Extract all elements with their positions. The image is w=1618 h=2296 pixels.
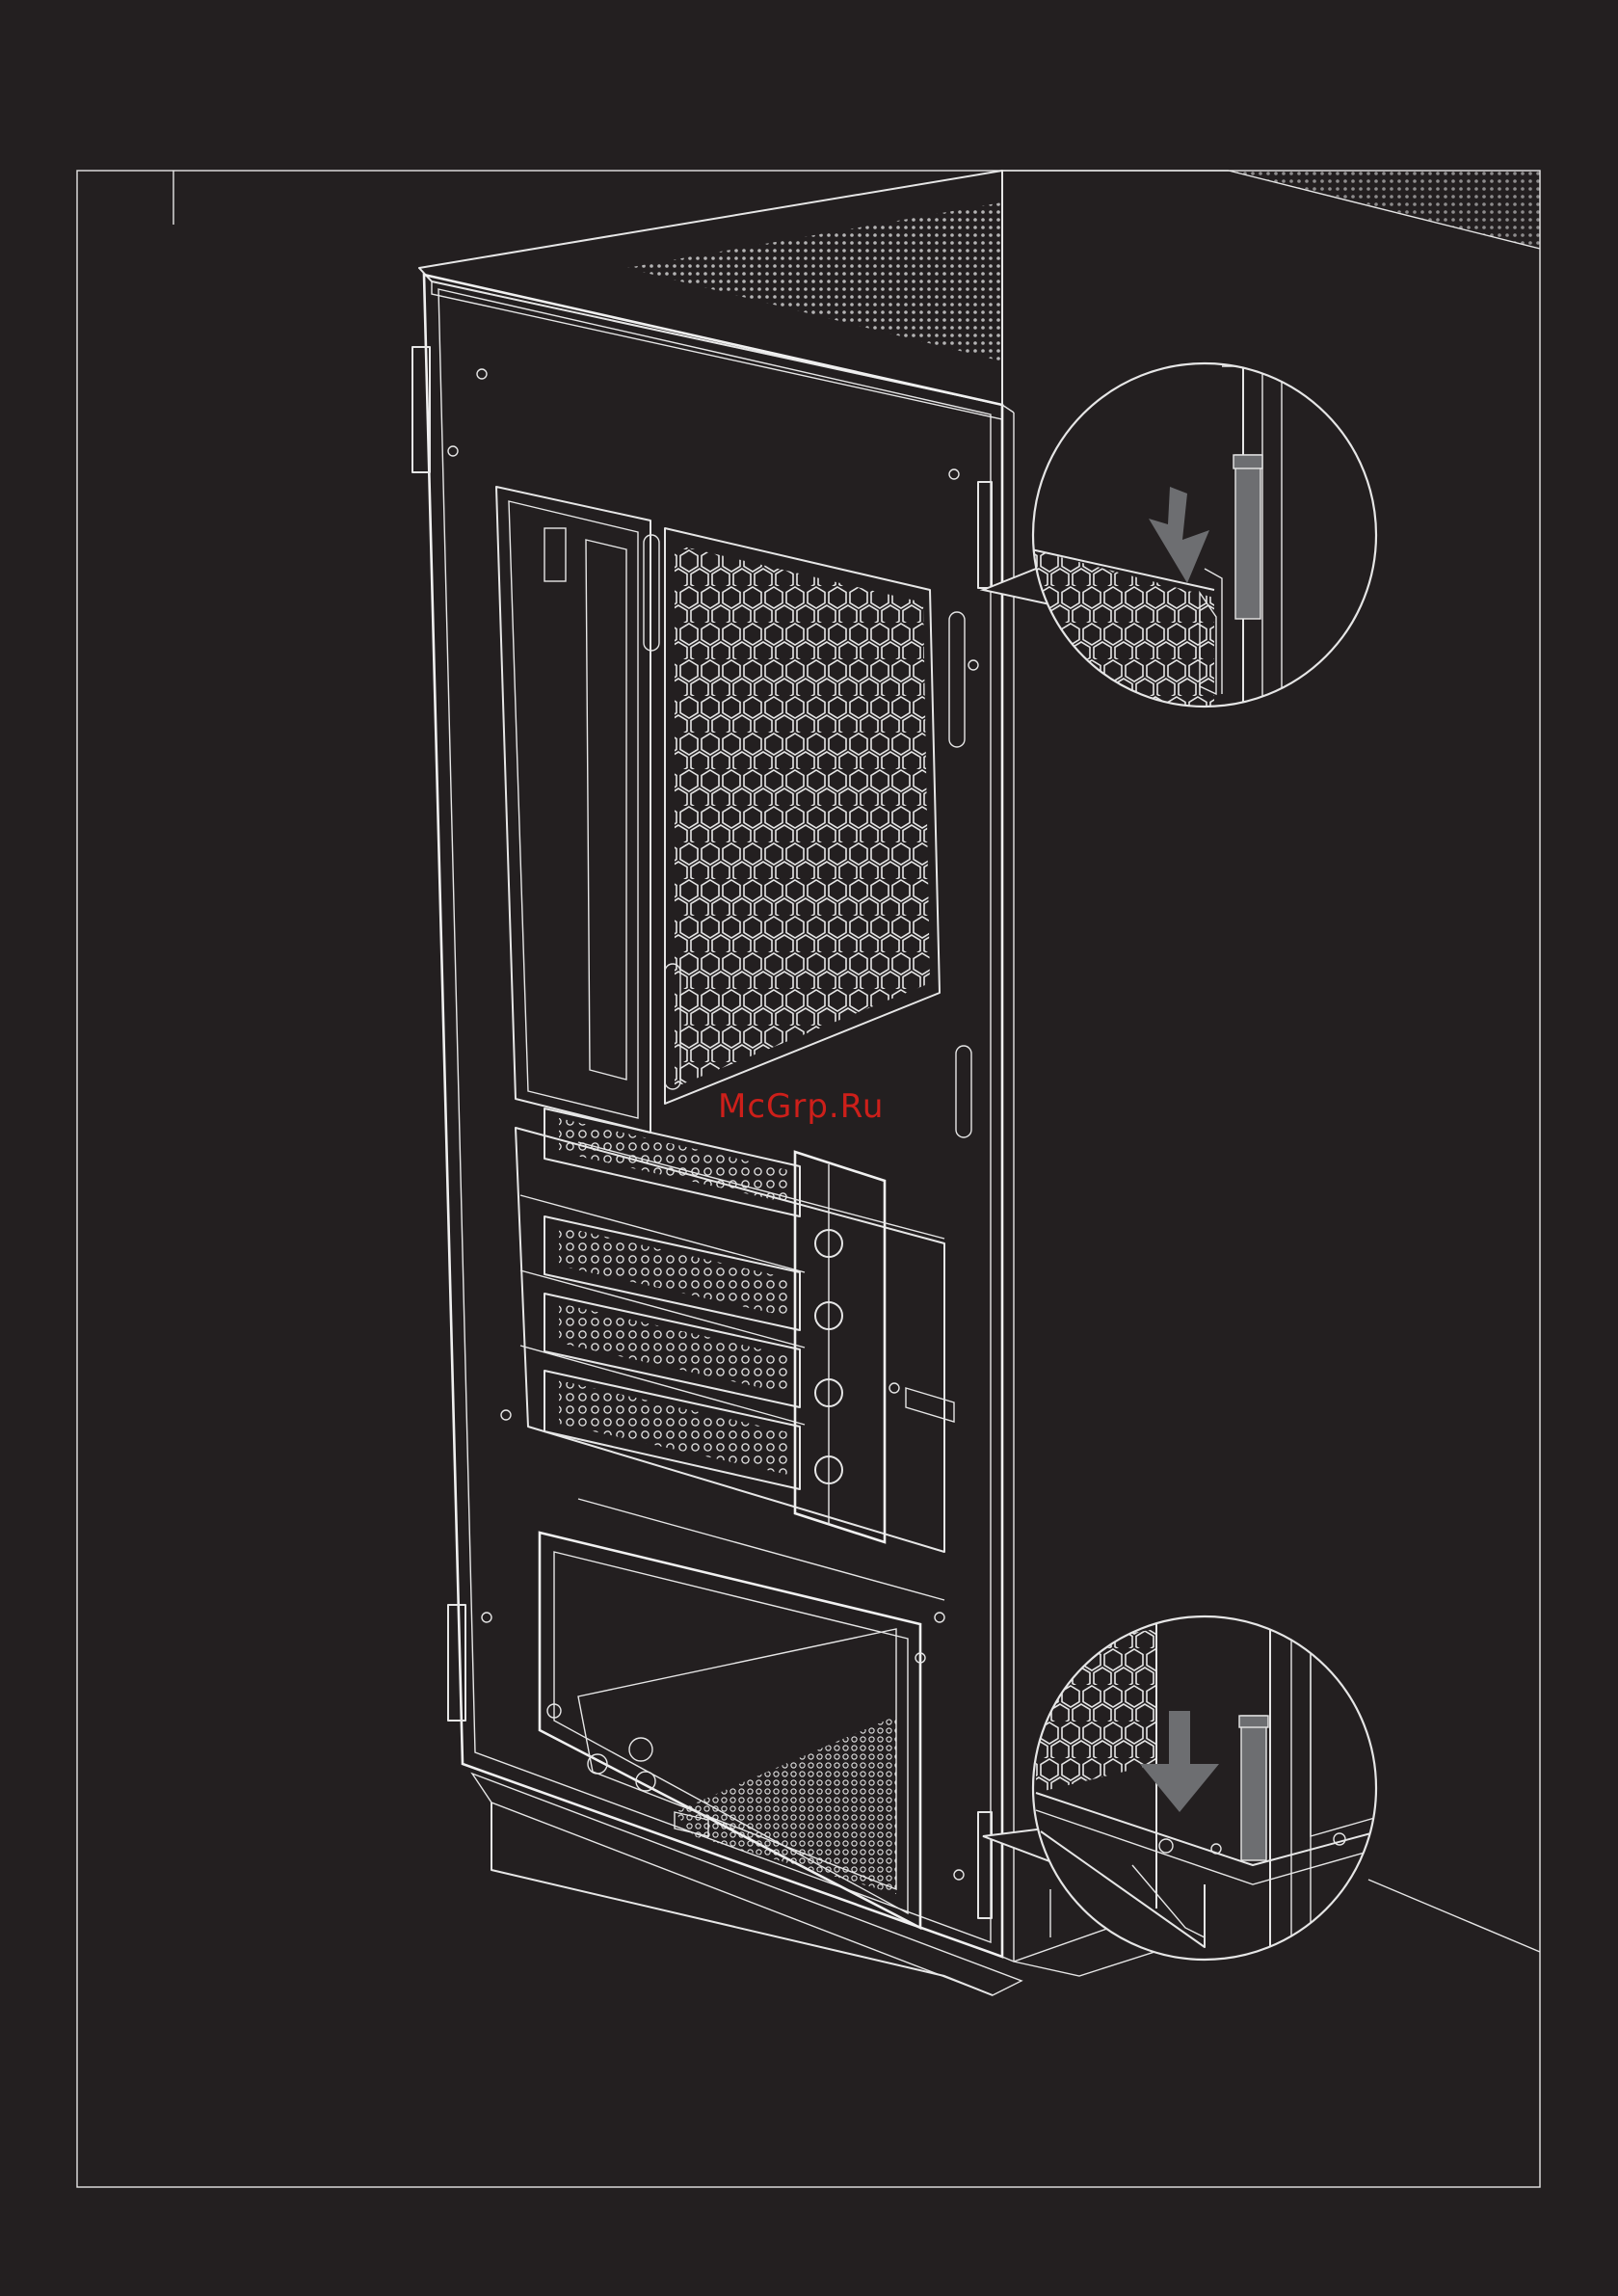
bottom-hinge-detail xyxy=(983,1616,1378,1960)
fan-grille xyxy=(644,528,971,1137)
psu-opening xyxy=(540,1533,925,1928)
rear-panel xyxy=(412,275,1014,1962)
top-hinge-detail xyxy=(983,357,1376,713)
watermark-text: McGrp.Ru xyxy=(718,1087,884,1126)
io-cutout xyxy=(496,487,650,1133)
case-top-face xyxy=(419,171,1002,419)
expansion-slots xyxy=(516,1108,954,1600)
